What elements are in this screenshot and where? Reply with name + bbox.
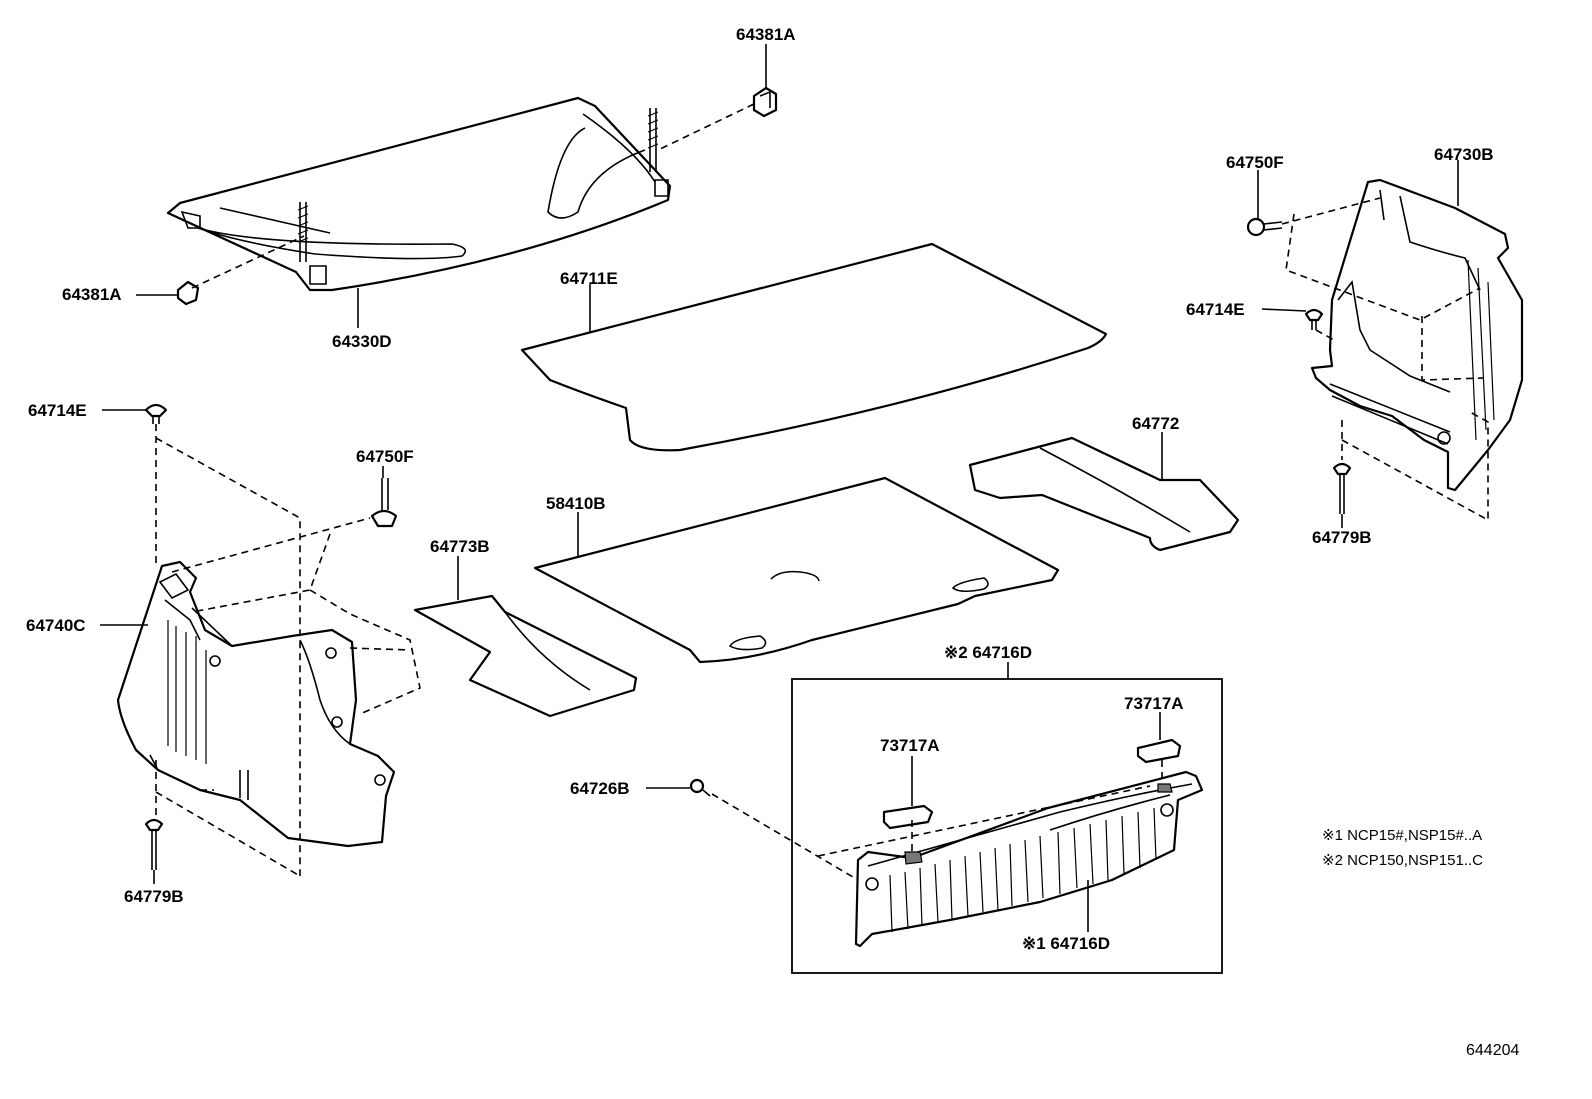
figure-code: 644204 <box>1466 1042 1519 1059</box>
nut-64381A-left <box>176 280 200 306</box>
sill-plate-64716D <box>791 678 1223 974</box>
label-64714E-right: 64714E <box>1186 300 1245 319</box>
label-64726B: 64726B <box>570 779 630 798</box>
label-64716D-option: ※2 64716D <box>944 643 1032 662</box>
label-64714E-left: 64714E <box>28 401 87 420</box>
side-board-64773B <box>413 594 638 718</box>
label-64750F-right: 64750F <box>1226 153 1284 172</box>
label-64330D: 64330D <box>332 332 392 351</box>
option-box <box>791 678 1223 974</box>
label-64711E: 64711E <box>560 269 618 288</box>
label-73717A-right: 73717A <box>1124 694 1184 713</box>
label-64381A-left: 64381A <box>62 285 122 304</box>
label-64750F-left: 64750F <box>356 447 414 466</box>
nut-64381A-top <box>752 86 778 118</box>
screw-64750F-right <box>1246 217 1283 237</box>
quarter-trim-64740C <box>116 560 396 848</box>
label-64716D-part: ※1 64716D <box>1022 934 1110 953</box>
label-58410B: 58410B <box>546 494 606 513</box>
label-64779B-right: 64779B <box>1312 528 1372 547</box>
part-labels: 64381A 64381A 64330D 64711E 64750F 64730… <box>26 25 1494 953</box>
clip-64779B-left <box>144 818 164 870</box>
package-tray-64330D <box>166 96 672 292</box>
trunk-mat-64711E <box>520 242 1108 452</box>
label-64740C: 64740C <box>26 616 86 635</box>
assembly-dashed-lines <box>155 103 1489 881</box>
clip-73717A-right <box>1136 738 1182 764</box>
note-2: ※2 NCP150,NSP151..C <box>1322 852 1483 869</box>
note-1: ※1 NCP15#,NSP15#..A <box>1322 827 1482 844</box>
label-64772: 64772 <box>1132 414 1179 433</box>
clip-64714E-right <box>1304 308 1324 330</box>
applicability-notes: ※1 NCP15#,NSP15#..A ※2 NCP150,NSP151..C <box>1322 827 1483 869</box>
floor-board-58410B <box>533 476 1060 664</box>
screw-64750F-left <box>370 478 398 528</box>
quarter-trim-64730B <box>1310 178 1524 492</box>
clip-64726B <box>689 778 711 797</box>
label-73717A-left: 73717A <box>880 736 940 755</box>
clip-64714E-left <box>144 403 168 424</box>
label-64779B-left: 64779B <box>124 887 184 906</box>
label-64773B: 64773B <box>430 537 490 556</box>
clip-64779B-right <box>1332 462 1352 514</box>
side-board-64772 <box>968 436 1240 552</box>
label-64730B: 64730B <box>1434 145 1494 164</box>
clip-73717A-left <box>882 804 934 830</box>
label-64381A-top: 64381A <box>736 25 796 44</box>
leader-lines <box>100 44 1459 932</box>
